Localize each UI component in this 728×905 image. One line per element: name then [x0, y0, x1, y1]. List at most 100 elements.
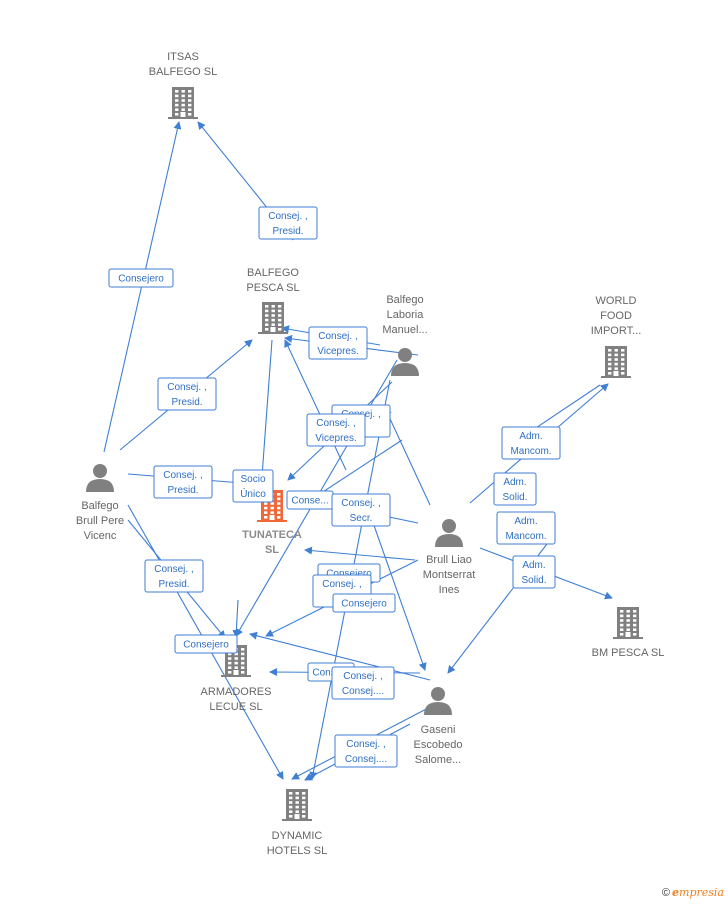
- relation-edge-14: [232, 599, 241, 638]
- footer-brand: ©empresia: [662, 886, 724, 899]
- relation-edge-16: [304, 546, 416, 561]
- role-label-1[interactable]: Consejero: [108, 268, 174, 288]
- role-label-13[interactable]: Adm.Solid.: [512, 555, 556, 589]
- node-label-line: Laboria: [387, 309, 425, 321]
- node-label: BM PESCA SL: [592, 647, 665, 659]
- role-text: Consej. ,: [163, 470, 202, 481]
- role-label-11[interactable]: Adm.Solid.: [493, 472, 537, 506]
- role-text: Consej....: [342, 686, 384, 697]
- node-armadores[interactable]: ARMADORES LECUE SL: [201, 645, 272, 713]
- node-label-line: Vicenc: [84, 530, 117, 542]
- brand-initial: e: [672, 886, 680, 899]
- person-icon: [86, 464, 114, 492]
- role-label-21[interactable]: Consej. , Consej....: [334, 734, 398, 768]
- role-text: Consej. ,: [346, 739, 385, 750]
- role-text: Solid.: [521, 575, 546, 586]
- node-label-line: BALFEGO SL: [149, 66, 217, 78]
- role-text: Presid.: [167, 485, 198, 496]
- role-label-3[interactable]: Consej. ,Presid.: [157, 377, 217, 411]
- node-label-line: Gaseni: [421, 724, 456, 736]
- role-label-9[interactable]: Conse...: [286, 490, 334, 510]
- role-label-17[interactable]: Consejero: [332, 593, 396, 613]
- relation-edge-25: [257, 339, 273, 491]
- role-text: Consej. ,: [318, 331, 357, 342]
- role-label-5[interactable]: Consej. , Vicepres.: [306, 413, 366, 447]
- node-label-line: Manuel...: [382, 324, 427, 336]
- node-label-line: Balfego: [386, 294, 423, 306]
- building-icon: [168, 87, 198, 119]
- role-text: Mancom.: [510, 446, 551, 457]
- role-text: Adm.: [503, 477, 526, 488]
- role-text: Secr.: [350, 513, 373, 524]
- node-bm_pesca[interactable]: BM PESCA SL: [592, 607, 665, 659]
- role-text: Conse...: [291, 496, 328, 507]
- node-label-line: PESCA SL: [246, 282, 299, 294]
- role-label-14[interactable]: Consej. ,Presid.: [144, 559, 204, 593]
- node-dynamic[interactable]: DYNAMIC HOTELS SL: [267, 789, 328, 857]
- node-label-line: BALFEGO: [247, 267, 299, 279]
- building-icon: [282, 789, 312, 821]
- node-label-line: FOOD: [600, 310, 632, 322]
- building-icon: [601, 346, 631, 378]
- role-text: Vicepres.: [317, 346, 359, 357]
- node-label-line: TUNATECA: [242, 529, 302, 541]
- copyright-symbol: ©: [661, 887, 671, 899]
- node-label-line: Montserrat: [423, 569, 476, 581]
- node-label-line: ARMADORES: [201, 686, 272, 698]
- role-text: Consej. ,: [322, 579, 361, 590]
- node-label-line: WORLD: [596, 295, 637, 307]
- relation-edge-27: [284, 339, 347, 471]
- role-text: Presid.: [272, 226, 303, 237]
- role-label-18[interactable]: Consejero: [174, 634, 238, 654]
- role-label-0[interactable]: Consej. , Presid.: [258, 206, 318, 240]
- node-label: DYNAMIC HOTELS SL: [267, 830, 328, 857]
- role-text: Consej....: [345, 754, 387, 765]
- role-text: Vicepres.: [315, 433, 357, 444]
- role-text: Consej. ,: [316, 418, 355, 429]
- role-text: Presid.: [158, 579, 189, 590]
- role-text: Consej. ,: [343, 671, 382, 682]
- node-balfego_pesca[interactable]: BALFEGO PESCA SL: [246, 267, 300, 334]
- relation-edge-26: [364, 499, 427, 671]
- node-label: TUNATECA SL: [242, 529, 302, 556]
- node-world_food[interactable]: WORLD FOOD IMPORT...: [591, 295, 642, 378]
- role-text: Consejero: [118, 274, 164, 285]
- node-label-line: SL: [265, 544, 279, 556]
- person-icon: [424, 687, 452, 715]
- role-label-7[interactable]: Consej. , Presid.: [153, 465, 213, 499]
- brand-logo: empresia: [672, 886, 724, 899]
- role-label-2[interactable]: Consej. , Vicepres.: [308, 326, 368, 360]
- role-label-6[interactable]: Adm. Mancom.: [501, 426, 561, 460]
- node-label: BALFEGO PESCA SL: [246, 267, 299, 294]
- brand-rest: mpresia: [679, 886, 724, 899]
- person-icon: [435, 519, 463, 547]
- role-label-12[interactable]: Adm.Mancom.: [496, 511, 556, 545]
- node-label-line: DYNAMIC: [272, 830, 323, 842]
- role-text: Adm.: [514, 516, 537, 527]
- node-label-line: LECUE SL: [209, 701, 262, 713]
- node-label: ARMADORES LECUE SL: [201, 686, 272, 713]
- node-label-line: Escobedo: [414, 739, 463, 751]
- role-label-20[interactable]: Consej. , Consej....: [331, 666, 395, 700]
- role-label-10[interactable]: Consej. , Secr.: [331, 493, 391, 527]
- role-text: Consej. ,: [341, 498, 380, 509]
- node-label-line: Balfego: [81, 500, 118, 512]
- node-label-line: HOTELS SL: [267, 845, 328, 857]
- role-text: Consej. ,: [268, 211, 307, 222]
- role-text: Consejero: [341, 599, 387, 610]
- role-text: Adm.: [519, 431, 542, 442]
- node-label-line: IMPORT...: [591, 325, 642, 337]
- role-text: Conse...: [312, 668, 349, 679]
